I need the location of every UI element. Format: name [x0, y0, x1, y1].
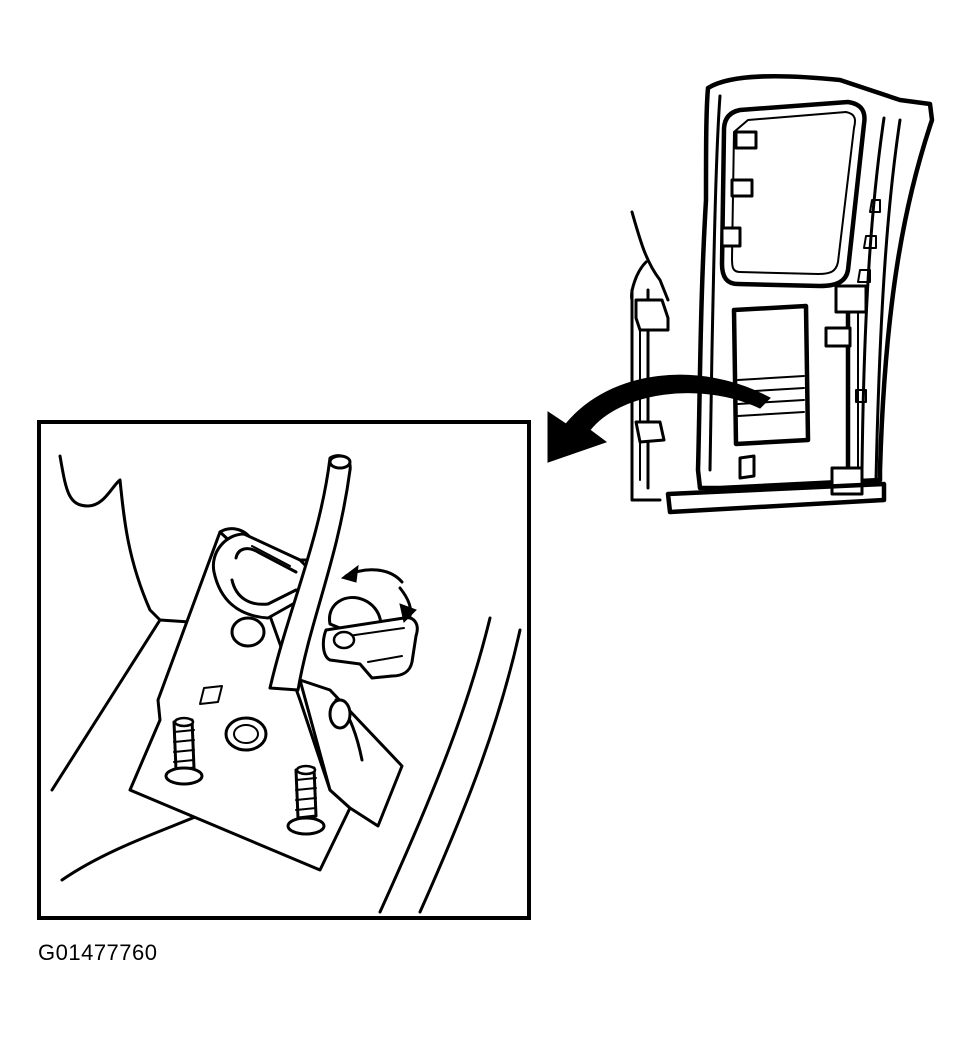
mounting-stud-left [164, 716, 204, 786]
figure-id-label: G01477760 [38, 940, 158, 965]
latch-detail-inset [37, 420, 531, 920]
rear-door-overview [630, 73, 935, 515]
swing-direction-arrow [547, 374, 771, 463]
mounting-stud-right [286, 764, 326, 836]
